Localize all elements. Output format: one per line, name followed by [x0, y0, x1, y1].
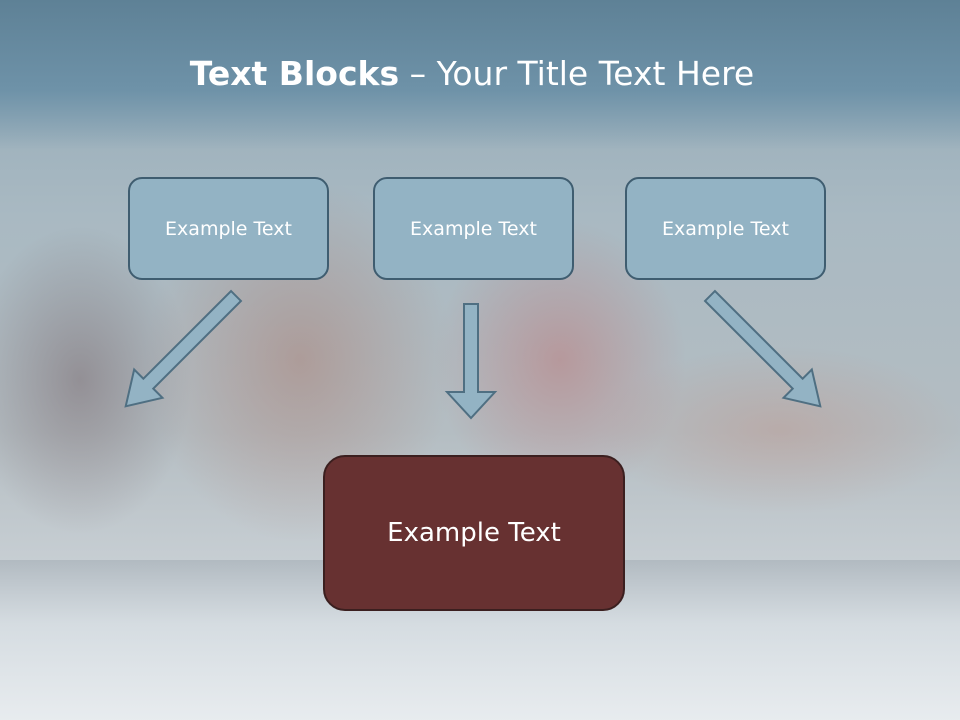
main-text-block-label: Example Text	[387, 518, 561, 548]
header-band	[0, 0, 960, 150]
slide-title: Text Blocks – Your Title Text Here	[0, 54, 944, 93]
arrow-right-icon	[703, 289, 822, 408]
title-separator: –	[399, 54, 437, 93]
text-block-1-label: Example Text	[165, 217, 292, 240]
arrow-left-icon	[124, 289, 243, 408]
title-rest: Your Title Text Here	[436, 54, 755, 93]
main-text-block[interactable]: Example Text	[323, 455, 625, 611]
arrow-center-icon	[444, 303, 498, 420]
text-block-1[interactable]: Example Text	[128, 177, 329, 280]
text-block-2-label: Example Text	[410, 217, 537, 240]
title-bold: Text Blocks	[189, 54, 400, 93]
text-block-2[interactable]: Example Text	[373, 177, 574, 280]
text-block-3-label: Example Text	[662, 217, 789, 240]
text-block-3[interactable]: Example Text	[625, 177, 826, 280]
